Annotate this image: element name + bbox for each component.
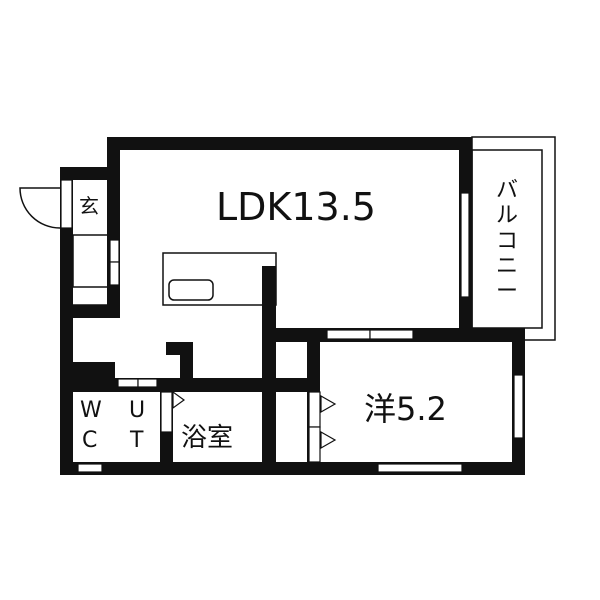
room-label-balcony: バルコニー <box>496 178 519 305</box>
windows-doors <box>60 179 524 473</box>
room-label-bathroom: 浴室 <box>181 423 234 453</box>
wc-c: C <box>82 428 98 453</box>
ut-t: T <box>130 428 144 453</box>
storage-shelf <box>72 234 109 288</box>
room-label-entrance: 玄 <box>79 194 99 218</box>
entrance-door <box>60 179 73 229</box>
door-swing-icon <box>19 187 61 229</box>
western-bottom-window <box>377 463 463 473</box>
ldk-window <box>460 192 470 298</box>
sink-icon <box>168 279 214 301</box>
room-label-ldk: LDK13.5 <box>216 185 376 229</box>
western-window <box>513 374 524 439</box>
room-label-western: 洋5.2 <box>364 390 447 428</box>
kitchen-counter <box>162 252 277 306</box>
bath-door <box>160 391 173 433</box>
ut-u: U <box>129 398 146 423</box>
wc-w: W <box>80 398 102 423</box>
